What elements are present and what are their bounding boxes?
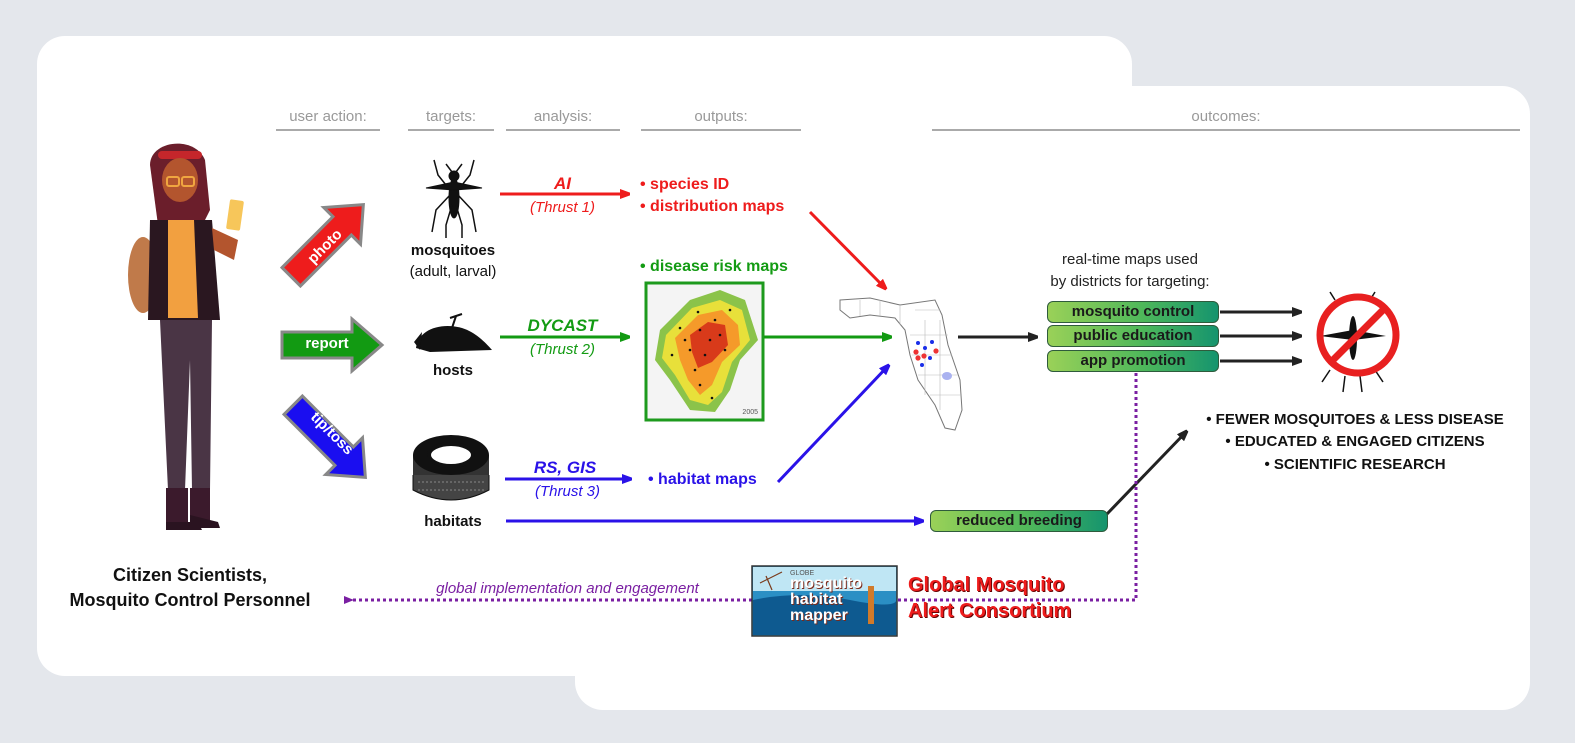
persona-line1: Citizen Scientists, bbox=[112, 565, 268, 585]
logo-line-mosquito: mosquito bbox=[790, 575, 862, 592]
citizen-scientist-figure bbox=[128, 143, 244, 530]
analysis-dycast-method: DYCAST bbox=[527, 316, 598, 335]
output-disease-risk-maps: • disease risk maps bbox=[640, 258, 788, 275]
outcome-educated-citizens: • EDUCATED & ENGAGED CITIZENS bbox=[1225, 433, 1485, 450]
persona-line2: Mosquito Control Personnel bbox=[69, 590, 311, 610]
analysis-dycast-thrust: (Thrust 2) bbox=[529, 341, 595, 358]
target-mosquitoes-label: mosquitoes bbox=[410, 242, 496, 259]
header-user-action: user action: bbox=[276, 108, 380, 131]
header-analysis: analysis: bbox=[506, 108, 620, 131]
output-habitat-maps: • habitat maps bbox=[648, 471, 757, 488]
analysis-ai-thrust: (Thrust 1) bbox=[529, 199, 595, 216]
target-hosts-label: hosts bbox=[432, 362, 473, 379]
output-distribution-maps: • distribution maps bbox=[640, 198, 785, 215]
header-outcomes: outcomes: bbox=[932, 108, 1520, 131]
logo-globe-text: GLOBE bbox=[790, 570, 815, 577]
no-mosquito-icon bbox=[1316, 291, 1400, 393]
analysis-ai-method: AI bbox=[554, 174, 571, 193]
feedback-dotted-line bbox=[898, 373, 1138, 602]
target-habitats-label: habitats bbox=[424, 513, 482, 530]
outcome-fewer-mosquitoes: • FEWER MOSQUITOES & LESS DISEASE bbox=[1206, 411, 1504, 428]
report-arrow bbox=[280, 315, 385, 375]
disease-risk-map: 2005 bbox=[644, 281, 765, 422]
outcome-scientific-research: • SCIENTIFIC RESEARCH bbox=[1264, 456, 1446, 473]
logo-line-habitat: habitat bbox=[790, 591, 843, 608]
targeting-box-mosquito-control: mosquito control bbox=[1047, 301, 1219, 323]
reduced-breeding-box: reduced breeding bbox=[930, 510, 1108, 532]
mosquito-icon bbox=[425, 159, 483, 238]
target-mosquitoes-detail: (adult, larval) bbox=[409, 263, 497, 280]
consortium-line1: Global Mosquito bbox=[908, 574, 1065, 596]
florida-map bbox=[839, 297, 963, 431]
targeting-box-public-education: public education bbox=[1047, 325, 1219, 347]
analysis-rsgis-thrust: (Thrust 3) bbox=[534, 483, 600, 500]
globe-mosquito-habitat-mapper-logo bbox=[751, 565, 898, 637]
habitat-to-florida-arrow bbox=[776, 366, 888, 484]
realtime-caption-line1: real-time maps used bbox=[1062, 251, 1198, 268]
tiptoss-arrow bbox=[281, 393, 367, 479]
dead-bird-icon bbox=[414, 313, 492, 352]
realtime-caption-line2: by districts for targeting: bbox=[1050, 273, 1210, 290]
map-year-label: 2005 bbox=[742, 409, 758, 416]
header-outputs: outputs: bbox=[641, 108, 801, 131]
photo-arrow bbox=[279, 203, 365, 289]
tire-icon bbox=[412, 435, 490, 501]
output-species-id: • species ID bbox=[640, 176, 730, 193]
analysis-rsgis-method: RS, GIS bbox=[533, 458, 597, 477]
distribution-to-florida-arrow bbox=[808, 210, 885, 288]
breeding-to-outcomes-arrow bbox=[1105, 432, 1186, 516]
targeting-box-app-promotion: app promotion bbox=[1047, 350, 1219, 372]
consortium-line2: Alert Consortium bbox=[908, 600, 1072, 622]
action-report-label: report bbox=[305, 335, 349, 352]
feedback-label: global implementation and engagement bbox=[436, 580, 699, 597]
logo-line-mapper: mapper bbox=[790, 607, 848, 624]
header-targets: targets: bbox=[408, 108, 494, 131]
